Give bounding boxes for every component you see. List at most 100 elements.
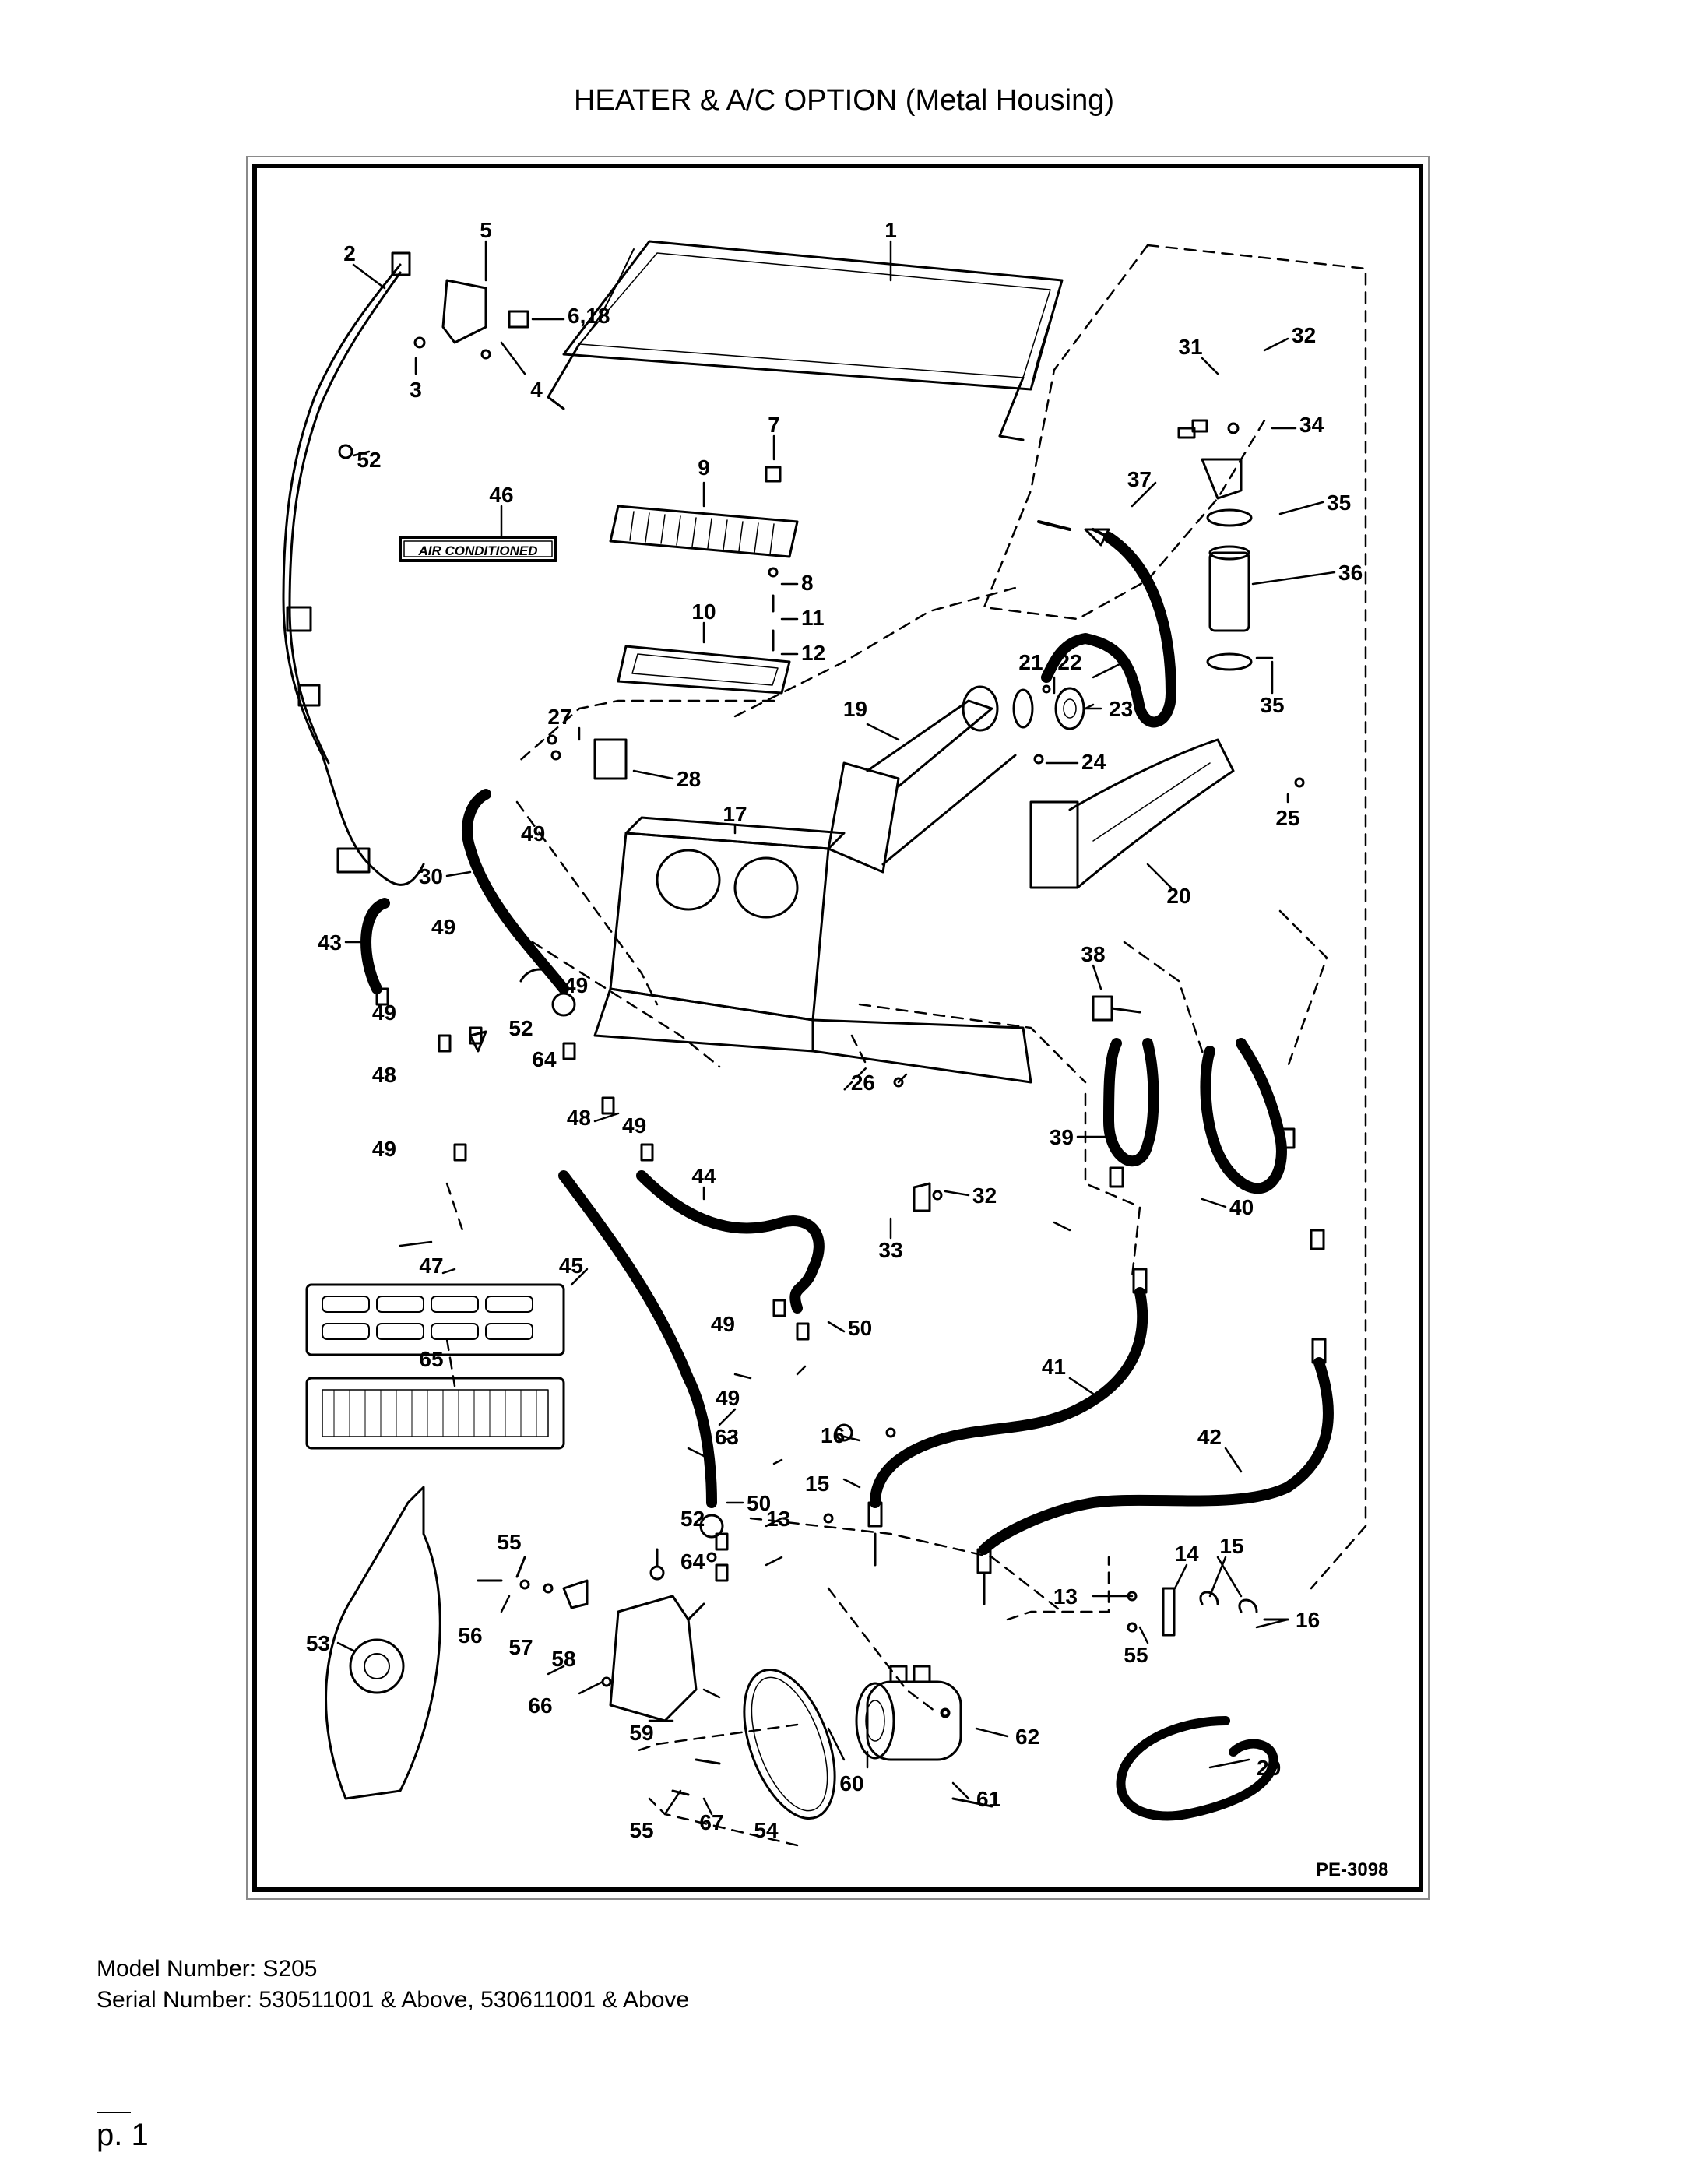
callout-24: 24 <box>1081 750 1106 774</box>
callout-64b: 64 <box>680 1549 705 1574</box>
callout-11: 11 <box>801 606 825 630</box>
callout-31: 31 <box>1178 335 1202 359</box>
callout-2: 2 <box>343 241 356 266</box>
callout-29: 29 <box>1257 1756 1281 1780</box>
callout-1: 1 <box>884 218 897 242</box>
condenser-illustration <box>547 240 1064 441</box>
callout-33: 33 <box>878 1238 902 1262</box>
callout-10: 10 <box>691 600 716 624</box>
hose-end-fittings <box>867 1127 1327 1605</box>
callout-49g: 49 <box>711 1312 735 1336</box>
callout-9: 9 <box>698 455 710 480</box>
compressor-assembly-illustration <box>609 1595 993 1820</box>
callout-54: 54 <box>754 1818 779 1842</box>
rings-illustration <box>1012 687 1085 730</box>
wire-harness-illustration <box>282 251 425 886</box>
callout-20: 20 <box>1166 884 1190 908</box>
hose-fittings-illustration <box>375 987 810 1582</box>
callout-7: 7 <box>768 413 780 437</box>
callout-35a: 35 <box>1327 491 1351 515</box>
callout-13a: 13 <box>766 1507 790 1531</box>
callout-63: 63 <box>715 1425 739 1449</box>
exploded-parts-diagram: AIR CONDITIONED 1 2 3 4 5 6,18 7 8 9 10 … <box>282 218 1367 1847</box>
callout-labels: 1 2 3 4 5 6,18 7 8 9 10 11 12 13 13 14 1… <box>306 218 1363 1842</box>
callout-39: 39 <box>1050 1125 1074 1149</box>
bracket-28-illustration <box>550 738 628 780</box>
callout-55a: 55 <box>497 1530 521 1554</box>
callout-56: 56 <box>458 1623 482 1648</box>
callout-57: 57 <box>508 1635 533 1659</box>
callout-65: 65 <box>419 1347 443 1371</box>
serial-number: Serial Number: 530511001 & Above, 530611… <box>97 1987 690 2013</box>
callout-44: 44 <box>691 1164 716 1188</box>
callout-16b: 16 <box>1296 1608 1320 1632</box>
callout-40: 40 <box>1229 1195 1254 1219</box>
callout-48a: 48 <box>372 1063 396 1087</box>
callout-15a: 15 <box>805 1472 829 1496</box>
blower-switch-illustration <box>413 279 529 360</box>
grille-65-illustration <box>305 1377 565 1450</box>
receiver-dryer-illustration <box>1177 422 1253 671</box>
drawing-code: PE-3098 <box>1316 1859 1389 1880</box>
callout-52c: 52 <box>680 1507 705 1531</box>
louver-47-illustration <box>305 1283 565 1356</box>
callout-42: 42 <box>1197 1425 1222 1449</box>
callout-14: 14 <box>1174 1542 1199 1566</box>
callout-32b: 32 <box>972 1183 997 1208</box>
page-number-rule <box>97 2112 131 2113</box>
filter-illustration <box>617 645 791 695</box>
air-conditioned-decal <box>399 536 557 562</box>
diagram-outer-border <box>246 156 1430 1900</box>
small-hardware-illustration <box>338 419 1305 1718</box>
callout-23: 23 <box>1109 697 1133 721</box>
callout-13b: 13 <box>1053 1584 1078 1609</box>
callout-6-18: 6,18 <box>568 304 610 328</box>
callout-48b: 48 <box>567 1106 591 1130</box>
callout-3: 3 <box>410 378 422 402</box>
refrigerant-hoses-illustration <box>870 1038 1334 1555</box>
callout-49d: 49 <box>372 1001 396 1025</box>
callout-16a: 16 <box>821 1423 845 1447</box>
callout-67: 67 <box>699 1810 723 1834</box>
louver-illustration <box>609 505 799 558</box>
page-title: HEATER & A/C OPTION (Metal Housing) <box>573 84 1115 117</box>
callout-52a: 52 <box>357 448 381 472</box>
callout-27: 27 <box>547 705 571 729</box>
callout-43: 43 <box>318 930 342 955</box>
callout-50a: 50 <box>848 1316 872 1340</box>
callout-26: 26 <box>851 1071 875 1095</box>
callout-41: 41 <box>1042 1355 1066 1379</box>
callout-22: 22 <box>1057 650 1081 674</box>
dashed-grouping-lines <box>445 244 1367 1847</box>
diagram-frame <box>252 164 1423 1892</box>
callout-49f: 49 <box>622 1113 646 1138</box>
callout-61: 61 <box>976 1787 1000 1811</box>
callout-38: 38 <box>1081 942 1105 966</box>
callout-12: 12 <box>801 641 825 665</box>
heater-box-illustration <box>593 816 1032 1084</box>
callout-21: 21 <box>1018 650 1043 674</box>
callout-19: 19 <box>843 697 867 721</box>
callout-58: 58 <box>551 1647 575 1671</box>
callout-35b: 35 <box>1260 693 1284 717</box>
callout-leaders <box>336 240 1336 1816</box>
callout-17: 17 <box>723 802 747 826</box>
callout-49h: 49 <box>716 1386 740 1410</box>
callout-8: 8 <box>801 571 814 595</box>
clamp-38-illustration <box>1092 995 1141 1022</box>
callout-64a: 64 <box>532 1047 557 1071</box>
callout-52b: 52 <box>508 1016 533 1040</box>
callout-37: 37 <box>1127 467 1152 491</box>
duct-20-illustration <box>1029 738 1235 889</box>
callout-49a: 49 <box>521 821 545 846</box>
heater-hoses-illustration <box>360 789 825 1508</box>
callout-5: 5 <box>480 218 492 242</box>
callout-32a: 32 <box>1292 323 1316 347</box>
callout-66: 66 <box>528 1693 552 1718</box>
belt-shield-illustration <box>325 1486 441 1800</box>
bolts-illustration <box>477 1548 721 1796</box>
callout-25: 25 <box>1275 806 1299 830</box>
callout-47: 47 <box>419 1254 443 1278</box>
callout-46: 46 <box>489 483 513 507</box>
duct-19-illustration <box>827 685 1017 874</box>
